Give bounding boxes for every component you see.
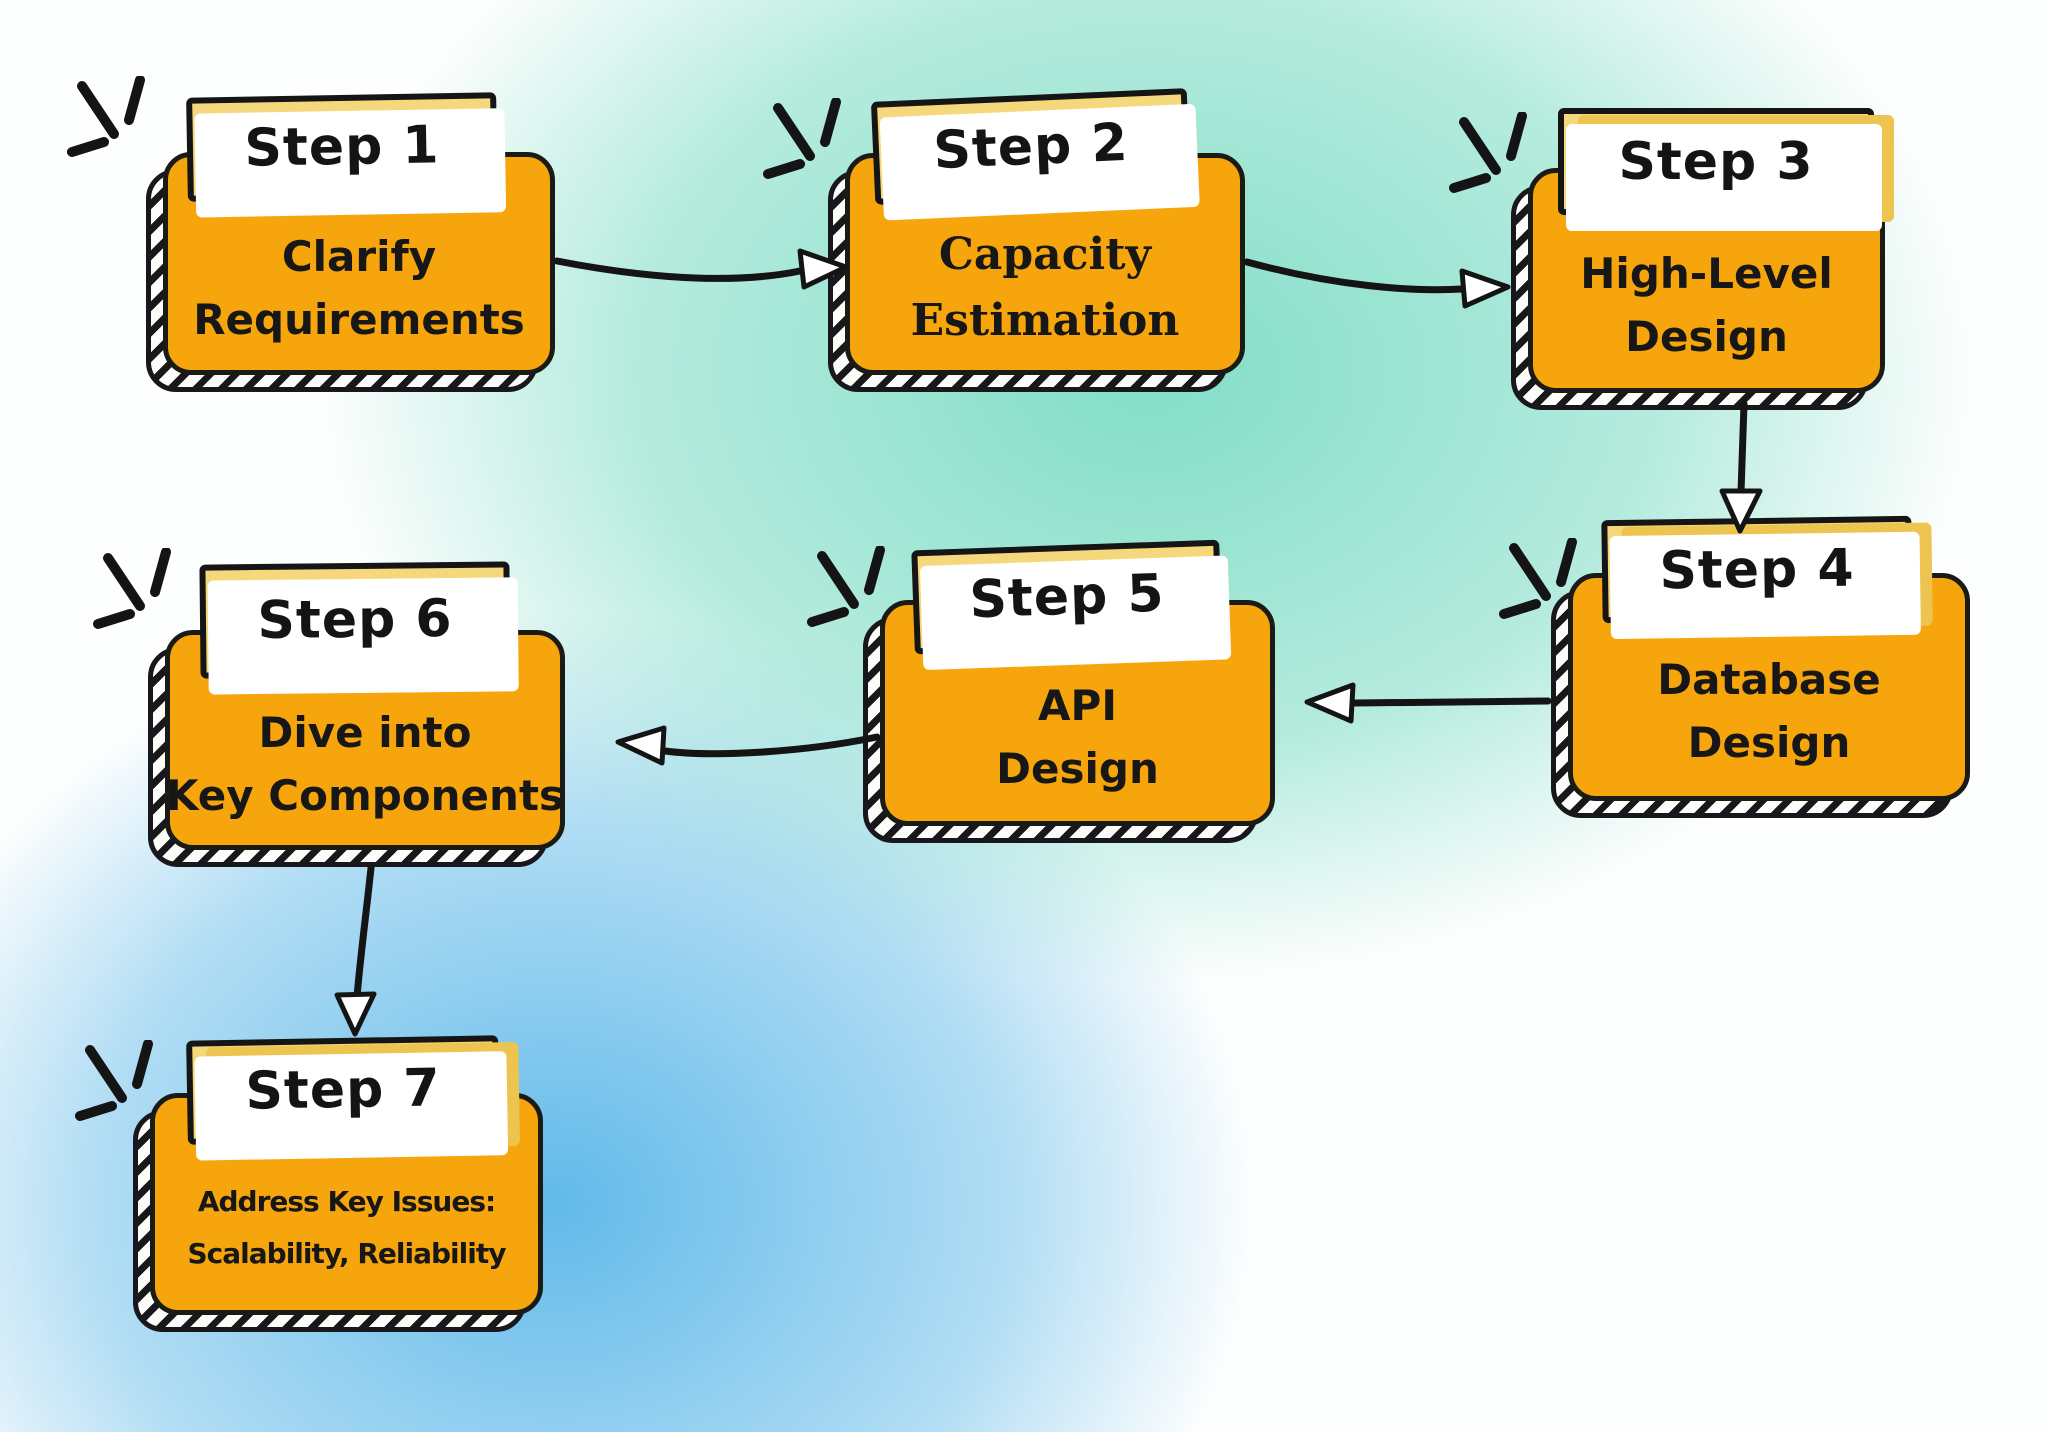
step-7-title-line2: Scalability, Reliability [187,1237,507,1270]
step-3-label: Step 3 [1618,131,1814,192]
step-7-banner: Step 7 [186,1035,500,1145]
step-4-banner: Step 4 [1601,515,1913,624]
step-2-title-line2: Estimation [910,295,1180,346]
step-7-label: Step 7 [244,1058,442,1122]
step-6-title-line1: Dive into [258,708,472,757]
step-3-card: High-Level Design Step 3 [1449,108,1885,410]
arrow-step-1-to-step-2 [553,248,849,290]
step-6-card: Dive into Key Components Step 6 [93,548,565,867]
arrow-step-6-to-step-7 [334,864,377,1037]
step-5-card: API Design Step 5 [807,539,1275,843]
step-4-title-line1: Database [1657,655,1881,704]
step-6-label: Step 6 [257,588,453,652]
sparkle-icon [807,546,885,627]
step-4-card: Database Design Step 4 [1499,515,1970,818]
step-3-title-line1: High-Level [1580,248,1833,298]
step-1-card: Clarify Requirements Step 1 [67,76,555,392]
step-6-banner: Step 6 [199,561,511,679]
sparkle-icon [67,76,145,157]
step-4-title-line2: Design [1687,718,1851,767]
step-3-title-line2: Design [1625,311,1788,361]
arrow-step-4-to-step-5 [1304,682,1552,724]
step-7-title-line1: Address Key Issues: [197,1185,496,1219]
step-5-banner: Step 5 [911,539,1223,655]
step-5-title-line2: Design [996,744,1159,793]
arrow-step-2-to-step-3 [1243,258,1511,309]
sparkle-icon [75,1040,153,1121]
step-1-label: Step 1 [243,115,441,179]
step-5-label: Step 5 [968,563,1166,631]
sparkle-icon [93,548,171,629]
arrow-step-3-to-step-4 [1719,400,1763,534]
step-5-title-line1: API [1038,681,1117,730]
step-2-label: Step 2 [932,112,1130,181]
step-6-title-line2: Key Components [166,771,565,820]
step-7-card: Address Key Issues: Scalability, Reliabi… [75,1035,543,1332]
step-1-title-line2: Requirements [193,294,525,344]
step-2-title-line1: Capacity [938,229,1152,280]
step-2-banner: Step 2 [870,88,1192,205]
step-2-card: Capacity Estimation Step 2 [763,88,1245,392]
sparkle-icon [763,98,841,179]
sparkle-icon [1499,538,1577,619]
step-1-banner: Step 1 [186,92,498,202]
arrow-step-5-to-step-6 [615,725,881,766]
step-3-banner: Step 3 [1558,108,1874,215]
sparkle-icon [1449,112,1527,193]
step-1-title-line1: Clarify [281,231,437,281]
step-4-label: Step 4 [1659,538,1855,601]
